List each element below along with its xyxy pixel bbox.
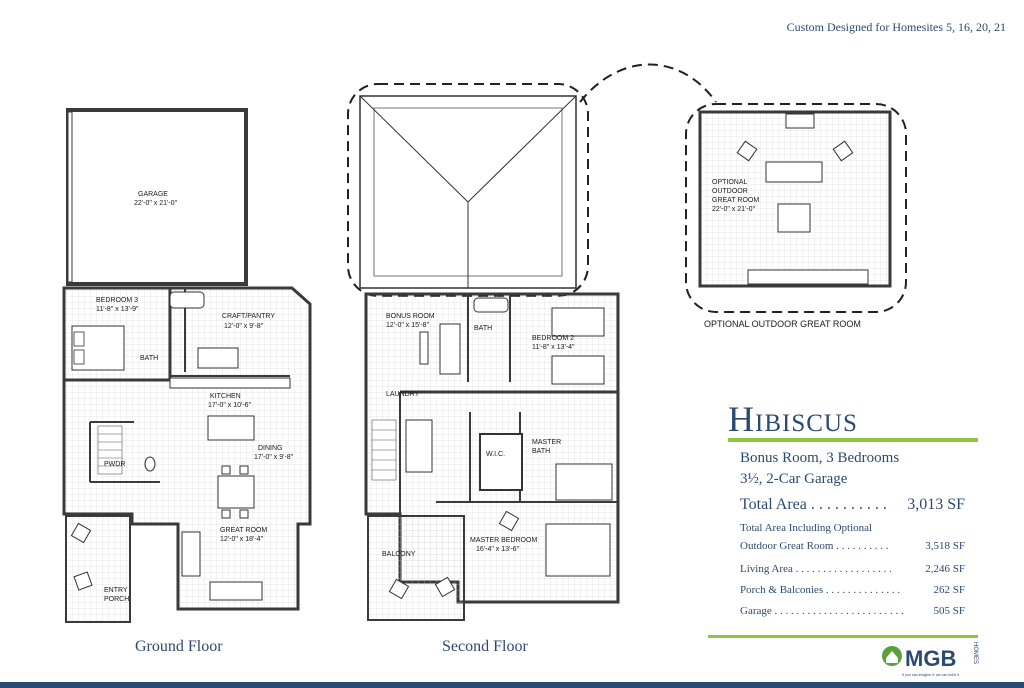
bedroom3-label: BEDROOM 3 <box>96 297 138 304</box>
kitchen-label: KITCHEN <box>210 393 241 400</box>
garage-area-label: Garage . . . . . . . . . . . . . . . . .… <box>740 605 904 617</box>
porch-area-row: Porch & Balconies . . . . . . . . . . . … <box>740 584 965 596</box>
garage-dim: 22'-0" x 21'-0" <box>134 200 178 207</box>
optional-area-row: Outdoor Great Room . . . . . . . . . . 3… <box>740 540 965 552</box>
bottom-rule <box>708 635 978 638</box>
ground-floor-caption: Ground Floor <box>135 638 223 655</box>
living-area-row: Living Area . . . . . . . . . . . . . . … <box>740 563 965 575</box>
bath-label: BATH <box>140 355 158 362</box>
ground-floor-plan: GARAGE 22'-0" x 21'-0" BEDROOM 3 11'-8" … <box>60 104 320 624</box>
wic-label: W.I.C. <box>486 451 505 458</box>
laundry-label: LAUNDRY <box>386 391 420 398</box>
garage-area-value: 505 SF <box>933 605 966 617</box>
garage-label: GARAGE <box>138 191 168 198</box>
logo-slogan: If you can imagine it, we can build it. <box>902 673 960 677</box>
porch-area-label: Porch & Balconies . . . . . . . . . . . … <box>740 584 901 596</box>
mgb-logo: MGB HOMES If you can imagine it, we can … <box>880 640 980 680</box>
porch-area-value: 262 SF <box>933 584 966 596</box>
total-area-row: Total Area . . . . . . . . . . 3,013 SF <box>740 496 965 514</box>
outdoor-label-1: OPTIONAL <box>712 179 748 186</box>
optional-area-value: 3,518 SF <box>925 540 965 552</box>
outdoor-label-2: OUTDOOR <box>712 188 748 195</box>
living-area-value: 2,246 SF <box>925 563 965 575</box>
model-line1: Bonus Room, 3 Bedrooms <box>740 450 900 466</box>
optional-area-label: Outdoor Great Room . . . . . . . . . . <box>740 540 889 552</box>
outdoor-caption: OPTIONAL OUTDOOR GREAT ROOM <box>704 319 861 329</box>
bedroom2-label: BEDROOM 2 <box>532 335 574 342</box>
great-room-dim: 12'-0" x 18'-4" <box>220 536 264 543</box>
model-line2: 3½, 2-Car Garage <box>740 471 848 487</box>
bath2-label: BATH <box>474 325 492 332</box>
total-area-label: Total Area . . . . . . . . . . <box>740 496 887 513</box>
craft-label: CRAFT/PANTRY <box>222 313 275 320</box>
second-floor-plan: BONUS ROOM 12'-0" x 15'-8" BATH BEDROOM … <box>340 62 720 626</box>
master-bedroom-label: MASTER BEDROOM <box>470 537 537 544</box>
master-bath-label-1: MASTER <box>532 439 561 446</box>
title-rule <box>728 438 978 442</box>
outdoor-great-room-plan: OPTIONAL OUTDOOR GREAT ROOM 22'-0" x 21'… <box>682 100 912 330</box>
dining-dim: 17'-0" x 9'-8" <box>254 454 294 461</box>
outdoor-dim: 22'-0" x 21'-0" <box>712 206 756 213</box>
bonus-room-label: BONUS ROOM <box>386 313 435 320</box>
garage-area-row: Garage . . . . . . . . . . . . . . . . .… <box>740 605 965 617</box>
optional-intro: Total Area Including Optional <box>740 522 965 534</box>
master-bedroom-dim: 16'-4" x 13'-6" <box>476 546 520 553</box>
logo-side-text: HOMES <box>972 642 978 664</box>
optional-intro-text: Total Area Including Optional <box>740 522 873 534</box>
balcony-label: BALCONY <box>382 551 416 558</box>
living-area-label: Living Area . . . . . . . . . . . . . . … <box>740 563 892 575</box>
kitchen-dim: 17'-0" x 10'-6" <box>208 402 252 409</box>
porch-label: PORCH <box>104 596 129 603</box>
bedroom3-dim: 11'-8" x 13'-9" <box>96 306 139 313</box>
entry-label: ENTRY <box>104 587 128 594</box>
model-title: Hibiscus <box>728 399 858 439</box>
great-room-label: GREAT ROOM <box>220 527 267 534</box>
header-tagline: Custom Designed for Homesites 5, 16, 20,… <box>786 20 1006 34</box>
logo-text: MGB <box>905 646 956 671</box>
bonus-room-dim: 12'-0" x 15'-8" <box>386 322 430 329</box>
second-floor-caption: Second Floor <box>442 638 528 655</box>
craft-dim: 12'-0" x 9'-8" <box>224 323 264 330</box>
outdoor-label-3: GREAT ROOM <box>712 197 759 204</box>
bottom-bar <box>0 682 1024 688</box>
bedroom2-dim: 11'-8" x 13'-4" <box>532 344 575 351</box>
pwdr-label: PWDR <box>104 461 125 468</box>
dining-label: DINING <box>258 445 283 452</box>
master-bath-label-2: BATH <box>532 448 550 455</box>
total-area-value: 3,013 SF <box>907 496 965 513</box>
